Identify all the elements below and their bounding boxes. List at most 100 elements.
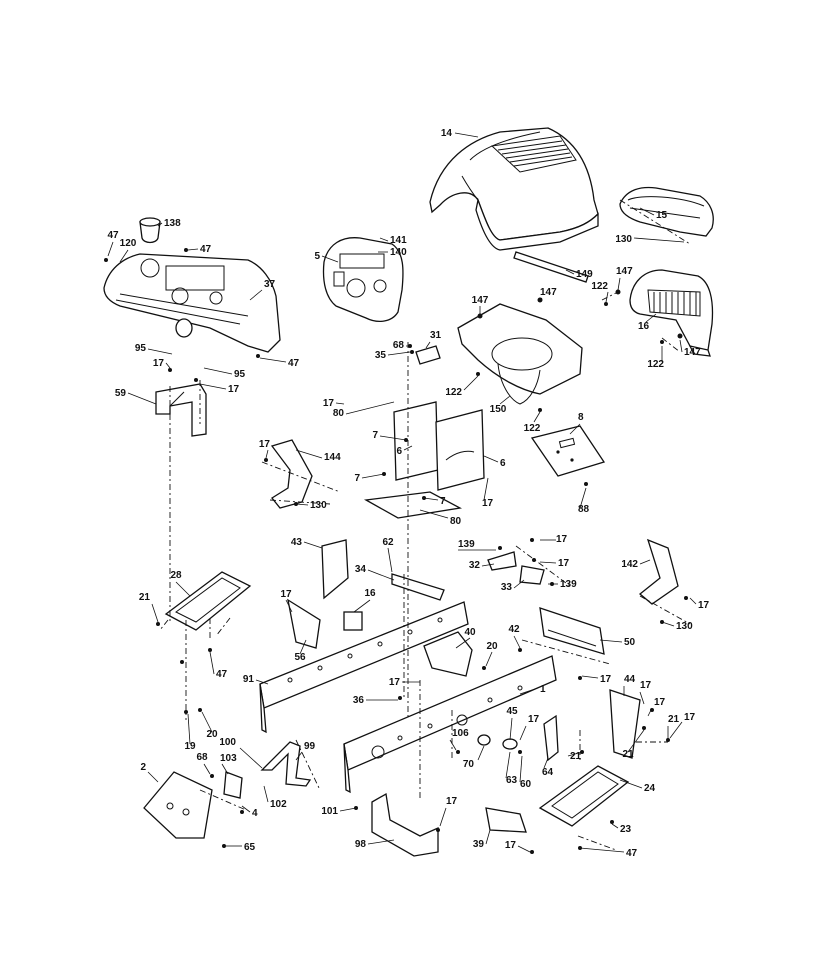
part-callout-label: 47 [200,244,212,255]
pedal-99-part [260,741,312,787]
part-callout-label: 120 [120,238,137,249]
callout-leader-line [519,725,527,741]
callout-leader-line [367,839,395,845]
callout-leader-line [361,473,385,479]
bracket-40-part [423,631,473,677]
part-callout-label: 39 [473,839,485,850]
part-callout-label: 17 [280,589,292,600]
part-callout-label: 47 [216,669,228,680]
callout-leader-line [127,392,157,405]
callout-leader-line [165,362,171,369]
part-callout-label: 16 [638,321,650,332]
callout-leader-line [619,779,643,789]
callout-leader-line [485,829,491,845]
part-callout-label: 31 [430,330,442,341]
callout-leader-line [403,445,413,451]
part-callout-label: 17 [228,384,240,395]
part-callout-label: 19 [184,741,196,752]
part-callout-label: 17 [558,558,570,569]
grille-part [629,269,714,357]
part-callout-label: 20 [486,641,498,652]
callout-leader-line [579,847,625,853]
fender-pan-part [457,303,583,405]
callout-leader-line [449,739,457,751]
callout-leader-line [639,207,655,216]
part-callout-label: 17 [446,796,458,807]
part-callout-label: 70 [463,759,475,770]
callout-leader-line [509,717,513,741]
callout-leader-line [581,675,599,679]
callout-leader-line [151,603,159,623]
part-callout-label: 14 [441,128,453,139]
callout-leader-line [263,785,269,803]
part-callout-label: 80 [450,516,462,527]
part-callout-label: 122 [524,423,541,434]
part-callout-label: 2 [140,762,146,773]
bracket-34-part [391,573,445,601]
dash-panel-part [103,253,281,353]
callout-leader-line [605,291,609,303]
part-callout-label: 21 [570,751,582,762]
callout-leader-line [485,651,493,667]
bracket-64-part [543,714,559,762]
part-callout-label: 44 [624,674,636,685]
linkage-45-part [477,734,518,750]
callout-leader-line [119,249,129,263]
callout-leader-line [147,348,173,355]
part-callout-label: 21 [139,592,151,603]
part-callout-label: 122 [647,359,664,370]
callout-leader-line [353,599,371,613]
strip-part [513,251,589,283]
part-callout-label: 68 [393,340,405,351]
console-part [322,237,404,323]
part-callout-label: 150 [490,404,507,415]
part-callout-label: 141 [390,235,407,246]
callout-leader-line [463,375,479,391]
part-callout-label: 122 [591,281,608,292]
cup-holder-part [139,217,161,244]
callout-leader-line [539,297,543,301]
callout-leader-line [481,563,495,567]
callout-leader-line [669,721,683,739]
part-callout-label: 138 [164,218,181,229]
part-callout-label: 8 [578,412,584,423]
part-callout-label: 130 [676,621,693,632]
part-callout-label: 98 [355,839,367,850]
bracket-56-part [287,598,321,649]
part-callout-label: 17 [389,677,401,688]
callout-leader-line [201,711,213,733]
part-callout-label: 21 [622,749,634,760]
part-callout-label: 1 [540,684,546,695]
part-callout-label: 17 [259,439,271,450]
callout-leader-line [679,339,683,353]
callout-leader-line [569,423,581,435]
callout-leader-line [295,751,303,761]
hood-part [429,127,599,251]
part-callout-label: 62 [382,537,394,548]
support-plate-part [363,401,485,519]
part-callout-label: 147 [684,347,701,358]
part-callout-label: 102 [270,799,287,810]
callout-leader-line [295,449,323,459]
part-callout-label: 4 [252,808,258,819]
callout-leader-line [419,509,449,519]
part-callout-label: 28 [170,570,182,581]
callout-leader-line [567,751,583,757]
part-callout-label: 139 [458,539,475,550]
callout-leader-line [499,395,511,405]
callout-leader-line [639,691,645,705]
callout-labels: 1415130138471204714114051491471471471221… [107,128,709,859]
callout-leader-line [299,639,307,655]
callout-leader-line [203,763,211,775]
part-callout-label: 88 [578,504,590,515]
part-callout-label: 144 [324,452,341,463]
part-callout-label: 45 [506,706,518,717]
part-callout-label: 50 [624,637,636,648]
callout-leader-line [639,559,651,565]
callout-leader-line [303,541,323,549]
bracket-43-part [321,539,349,600]
callout-leader-line [187,713,191,745]
callout-leader-line [335,402,345,405]
part-callout-label: 80 [333,408,345,419]
